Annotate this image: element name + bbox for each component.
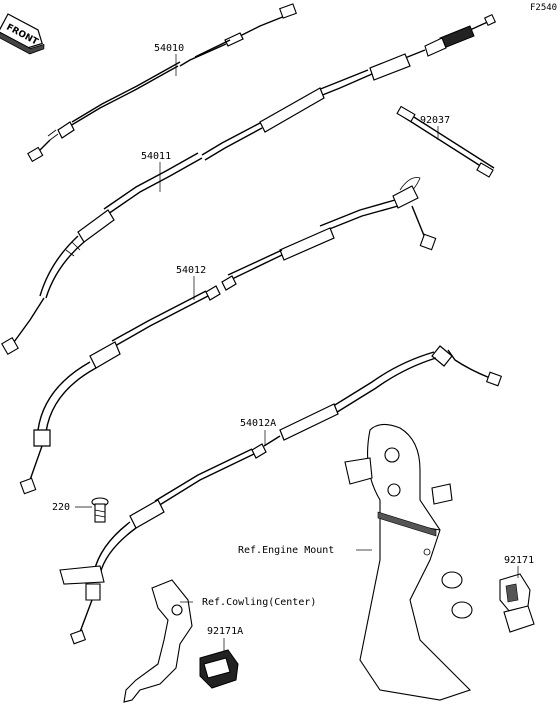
reference-label-cowling-center: Ref.Cowling(Center)	[202, 597, 316, 608]
reference-label-engine-mount: Ref.Engine Mount	[238, 545, 334, 556]
clamp-92171A[interactable]	[199, 649, 239, 689]
cable-54011[interactable]	[1, 13, 497, 355]
part-label-220[interactable]: 220	[52, 502, 70, 513]
part-label-92171[interactable]: 92171	[504, 555, 534, 566]
part-label-54012A[interactable]: 54012A	[240, 418, 276, 429]
part-label-54011[interactable]: 54011	[141, 151, 171, 162]
clamp-92171[interactable]	[499, 573, 535, 633]
part-label-54012[interactable]: 54012	[176, 265, 206, 276]
cable-54010[interactable]	[27, 3, 297, 163]
screw-220[interactable]	[91, 497, 109, 523]
part-label-92171A[interactable]: 92171A	[207, 626, 243, 637]
cable-54012[interactable]	[19, 177, 437, 495]
part-label-54010[interactable]: 54010	[154, 43, 184, 54]
diagram-code: F2540	[530, 3, 557, 13]
part-label-92037[interactable]: 92037	[420, 115, 450, 126]
cable-54012A[interactable]	[59, 345, 503, 645]
cowling-bracket-reference-part	[123, 579, 193, 703]
engine-mount-reference-part	[344, 423, 473, 701]
leader-lines	[75, 54, 519, 652]
rod-92037[interactable]	[396, 105, 495, 178]
front-direction-tag: FRONT	[0, 13, 45, 55]
